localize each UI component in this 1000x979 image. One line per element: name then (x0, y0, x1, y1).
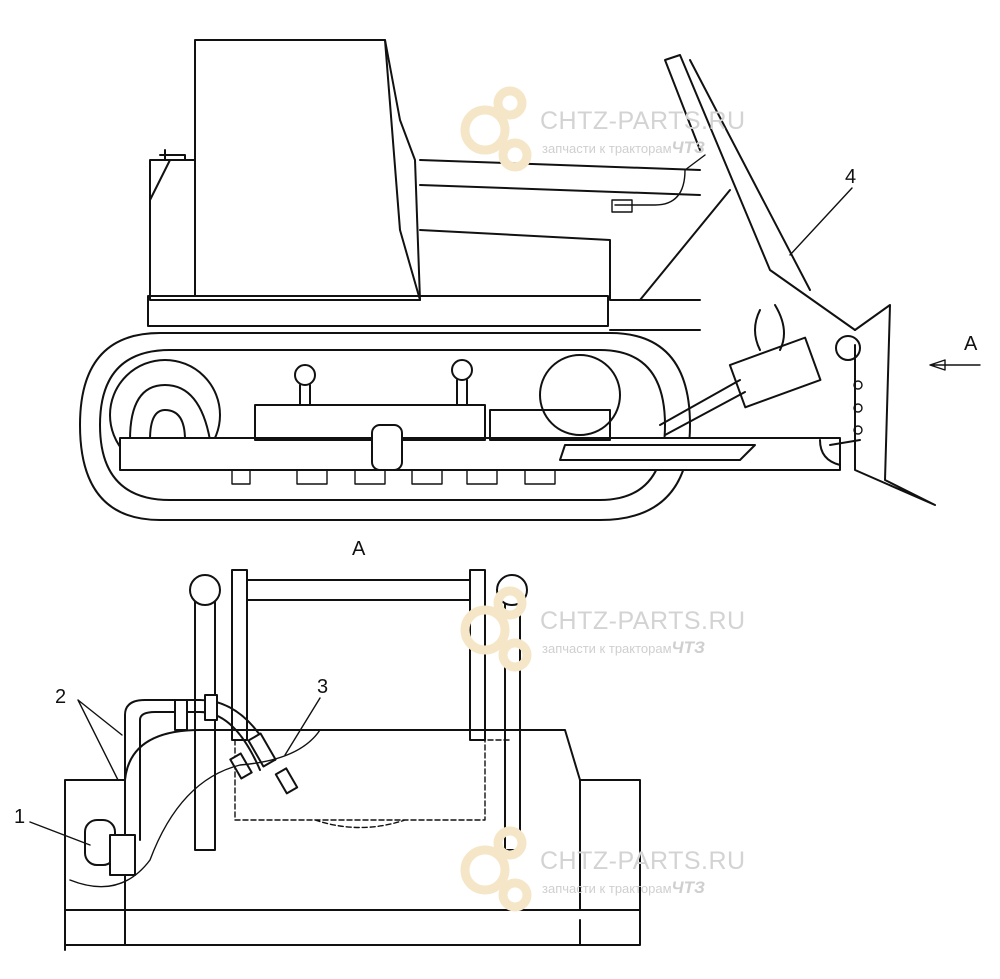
watermark: CHTZ-PARTS.RU запчасти к тракторамЧТЗ (455, 585, 755, 675)
gear-logo-icon (460, 586, 532, 672)
watermark: CHTZ-PARTS.RU запчасти к тракторамЧТЗ (455, 825, 755, 915)
view-direction-arrow-label: A (964, 333, 978, 355)
callout-1: 1 (14, 806, 26, 828)
gear-logo-icon (460, 826, 532, 912)
callout-3: 3 (317, 676, 329, 698)
watermark: CHTZ-PARTS.RU запчасти к тракторамЧТЗ (455, 85, 755, 175)
callout-4: 4 (845, 166, 857, 188)
gear-logo-icon (460, 86, 532, 172)
callout-2: 2 (55, 686, 67, 708)
view-a-title: A (352, 538, 366, 560)
